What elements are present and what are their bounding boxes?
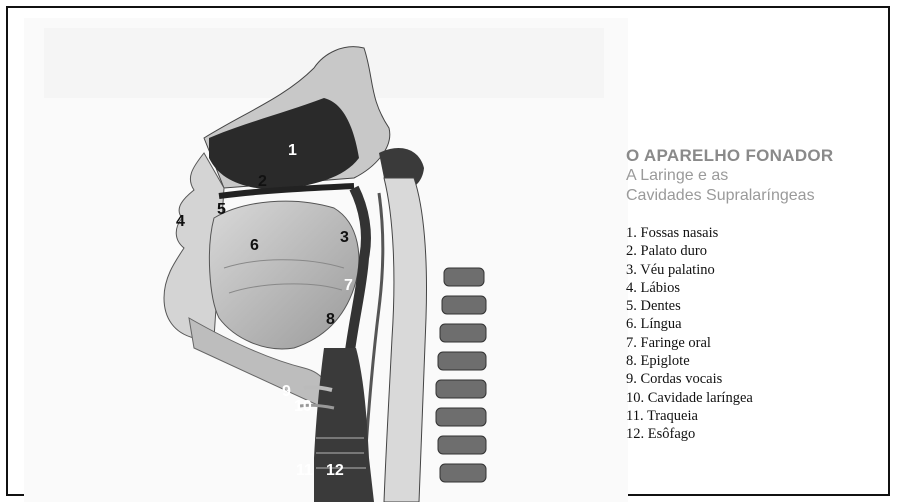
diagram-label-6: 6 xyxy=(250,237,259,254)
legend-item-11: 11. Traqueia xyxy=(626,407,896,425)
diagram-label-8: 8 xyxy=(326,311,335,328)
legend-item-6: 6. Língua xyxy=(626,315,896,333)
diagram-label-3: 3 xyxy=(340,229,349,246)
diagram-label-2: 2 xyxy=(258,173,267,190)
legend-subtitle-line1: A Laringe e as xyxy=(626,166,896,186)
legend-item-10: 10. Cavidade laríngea xyxy=(626,389,896,407)
legend-item-3: 3. Véu palatino xyxy=(626,261,896,279)
legend-item-12: 12. Esôfago xyxy=(626,425,896,443)
diagram-label-5: 5 xyxy=(217,201,226,218)
legend-item-2: 2. Palato duro xyxy=(626,242,896,260)
sagittal-section-illustration: 1 2 3 4 5 6 7 8 9 10 11 12 xyxy=(24,18,628,502)
legend-list: 1. Fossas nasais 2. Palato duro 3. Véu p… xyxy=(626,224,896,444)
legend-title: O APARELHO FONADOR xyxy=(626,146,896,166)
legend-item-7: 7. Faringe oral xyxy=(626,334,896,352)
diagram-label-1: 1 xyxy=(288,142,297,159)
diagram-label-4: 4 xyxy=(176,213,185,230)
figure-frame: 1 2 3 4 5 6 7 8 9 10 11 12 O APARELHO FO… xyxy=(6,6,890,496)
legend-panel: O APARELHO FONADOR A Laringe e as Cavida… xyxy=(626,146,896,444)
diagram-label-12: 12 xyxy=(326,462,344,479)
legend-item-4: 4. Lábios xyxy=(626,279,896,297)
diagram-label-9: 9 xyxy=(282,383,291,400)
diagram-label-7: 7 xyxy=(344,277,353,294)
legend-subtitle-line2: Cavidades Supralaríngeas xyxy=(626,186,896,206)
legend-item-1: 1. Fossas nasais xyxy=(626,224,896,242)
legend-item-5: 5. Dentes xyxy=(626,297,896,315)
legend-item-8: 8. Epiglote xyxy=(626,352,896,370)
diagram-label-10: 10 xyxy=(294,398,312,415)
diagram-label-11: 11 xyxy=(296,462,313,479)
legend-item-9: 9. Cordas vocais xyxy=(626,370,896,388)
